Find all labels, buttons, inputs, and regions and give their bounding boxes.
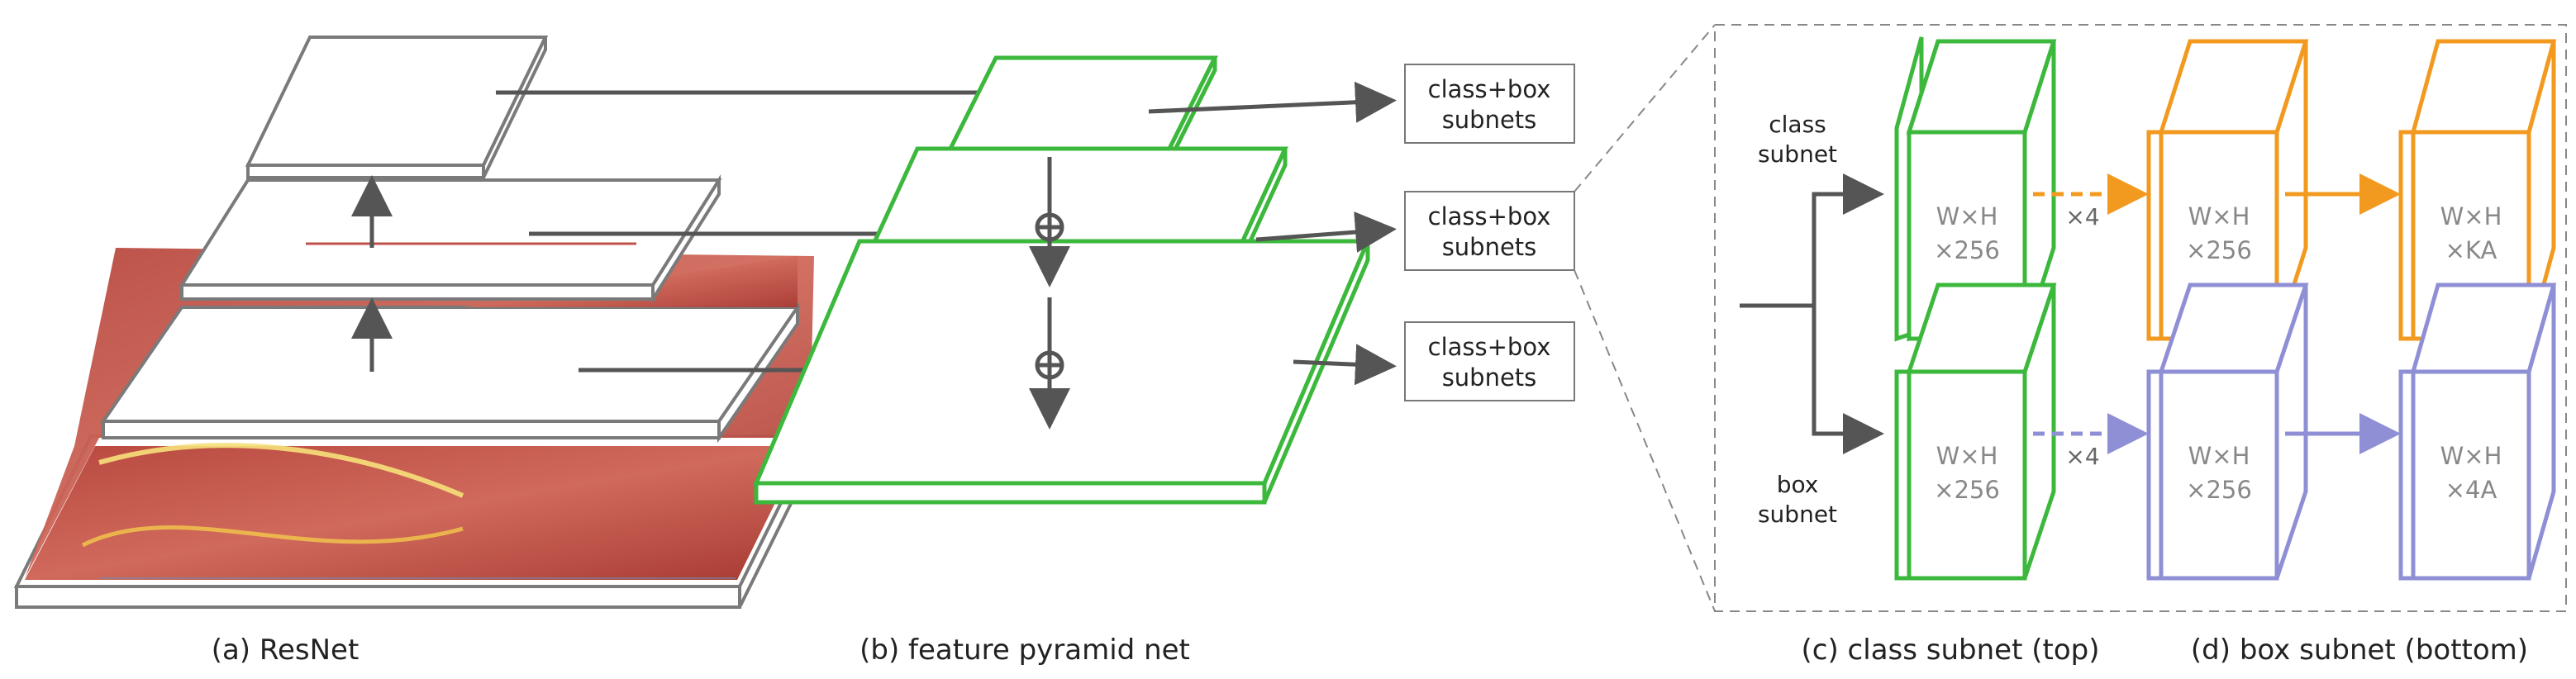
box-layer-2-line2: ×256: [2186, 476, 2252, 504]
box-output-line2: ×4A: [2445, 476, 2497, 504]
caption-class-subnet: (c) class subnet (top): [1802, 634, 2100, 667]
class-layer-2-line1: W×H: [2188, 202, 2250, 230]
box-layer-2: [2146, 283, 2309, 581]
subnet-box-1: class+box subnets: [1404, 64, 1575, 144]
class-repeat-label: ×4: [2065, 203, 2099, 230]
subnet-box-3: class+box subnets: [1404, 321, 1575, 401]
top-down-pathway: [1029, 157, 1070, 430]
resnet-stack: [13, 36, 817, 609]
class-layer-2-line2: ×256: [2186, 236, 2252, 264]
fpn-output-arrows: [1148, 81, 1397, 386]
box-repeat-label: ×4: [2065, 443, 2099, 470]
caption-resnet: (a) ResNet: [212, 634, 359, 667]
subnet-box-2: class+box subnets: [1404, 191, 1575, 271]
subnet-box-3-line2: subnets: [1442, 363, 1537, 392]
box-subnet-label-line1: box: [1777, 471, 1819, 498]
subnet-box-1-line1: class+box: [1428, 75, 1551, 103]
caption-box-subnet: (d) box subnet (bottom): [2191, 634, 2528, 667]
zoom-callout-lines: [1574, 24, 1716, 612]
box-layer-1-line1: W×H: [1936, 442, 1998, 470]
class-subnet-label-line1: class: [1769, 111, 1826, 138]
caption-fpn: (b) feature pyramid net: [859, 634, 1190, 667]
subnet-box-1-line2: subnets: [1442, 106, 1537, 134]
class-output-line2: ×KA: [2445, 236, 2497, 264]
class-subnet-label-line2: subnet: [1758, 140, 1837, 168]
resnet-level-2: [100, 302, 801, 444]
subnet-box-2-line2: subnets: [1442, 233, 1537, 261]
resnet-level-4: [245, 36, 549, 179]
box-subnet-label-line2: subnet: [1758, 501, 1837, 528]
box-layer-2-line1: W×H: [2188, 442, 2250, 470]
subnet-box-3-line1: class+box: [1428, 333, 1551, 361]
fpn-stack: [753, 55, 1371, 505]
class-layer-1-line2: ×256: [1934, 236, 2000, 264]
resnet-level-3: [179, 174, 722, 305]
class-layer-1-line1: W×H: [1936, 202, 1998, 230]
subnet-input-branch: [1740, 173, 1884, 454]
subnet-box-2-line1: class+box: [1428, 202, 1551, 230]
class-output-line1: W×H: [2440, 202, 2502, 230]
box-output-line1: W×H: [2440, 442, 2502, 470]
box-layer-1-line2: ×256: [1934, 476, 2000, 504]
box-output-layer: [2398, 283, 2557, 581]
